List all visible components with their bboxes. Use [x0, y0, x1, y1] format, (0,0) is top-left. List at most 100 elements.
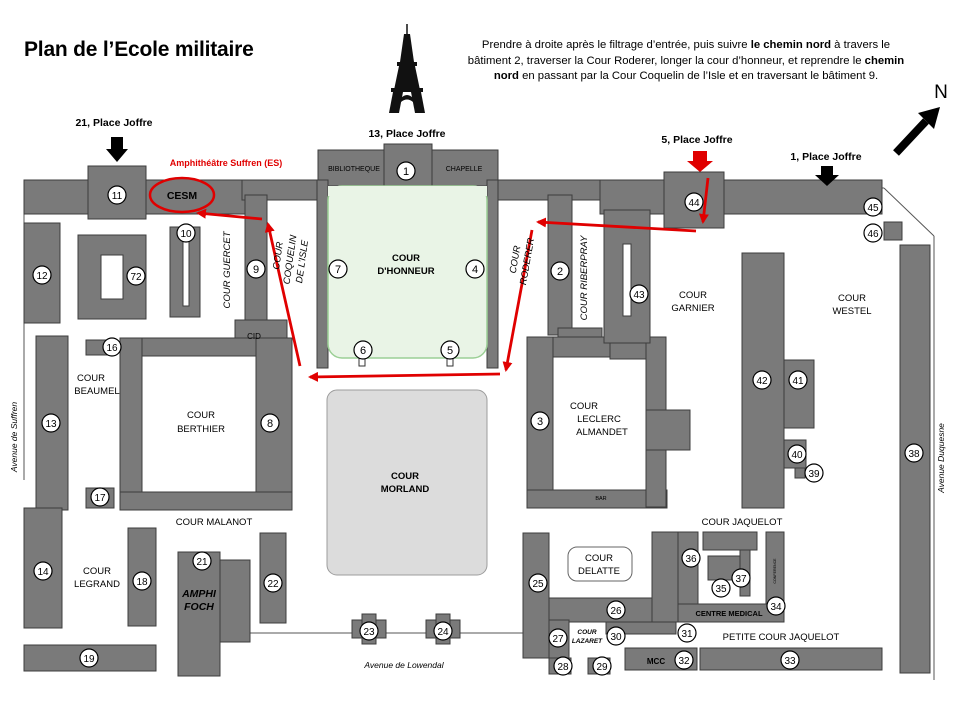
building-25[interactable]: [522, 532, 550, 659]
building-36-annex[interactable]: [677, 531, 699, 605]
building-marker-14[interactable]: [33, 561, 53, 581]
building-marker-22[interactable]: [263, 573, 283, 593]
building-berthier-west[interactable]: [119, 337, 143, 511]
page-title: Plan de l’Ecole militaire: [24, 38, 254, 61]
building-4[interactable]: [486, 179, 499, 369]
building-marker-41[interactable]: [788, 370, 808, 390]
building-21[interactable]: [177, 551, 221, 677]
building-marker-38[interactable]: [904, 443, 924, 463]
building-number-41: 41: [792, 376, 804, 387]
label-coquelin-1: COUR: [271, 241, 286, 270]
building-34[interactable]: [677, 603, 785, 623]
cour-morland[interactable]: [326, 389, 488, 576]
label-roderer-2: RODERER: [518, 237, 537, 286]
amphitheatre-suffren-label: Amphithéâtre Suffren (ES): [170, 158, 283, 168]
building-leclerc-south[interactable]: [526, 489, 668, 509]
building-marker-46[interactable]: [863, 223, 883, 243]
building-number-9: 9: [253, 264, 259, 276]
entrance-label-1: 1, Place Joffre: [790, 151, 861, 163]
building-marker-27[interactable]: [548, 628, 568, 648]
label-mcc: MCC: [647, 657, 665, 666]
north-label: N: [934, 82, 948, 103]
building-leclerc-bastion[interactable]: [645, 409, 691, 451]
building-marker-7[interactable]: [328, 259, 348, 279]
building-marker-18[interactable]: [132, 571, 152, 591]
building-marker-19[interactable]: [79, 648, 99, 668]
label-leclerc-1: COUR: [570, 401, 598, 412]
building-marker-42[interactable]: [752, 370, 772, 390]
building-marker-28[interactable]: [553, 656, 573, 676]
building-36[interactable]: [651, 531, 679, 623]
instructions-text-1: Prendre à droite après le filtrage d’ent…: [481, 39, 751, 51]
building-marker-40[interactable]: [787, 444, 807, 464]
building-marker-44[interactable]: [684, 192, 704, 212]
building-marker-29[interactable]: [592, 656, 612, 676]
building-7[interactable]: [316, 179, 329, 369]
building-number-13: 13: [45, 419, 57, 430]
building-marker-17[interactable]: [90, 487, 110, 507]
building-marker-34[interactable]: [766, 596, 786, 616]
building-marker-2[interactable]: [550, 261, 570, 281]
building-marker-26[interactable]: [606, 600, 626, 620]
building-marker-8[interactable]: [260, 413, 280, 433]
building-marker-10[interactable]: [176, 223, 196, 243]
building-number-5: 5: [447, 345, 453, 357]
building-berthier-south[interactable]: [119, 491, 293, 511]
building-marker-3[interactable]: [530, 411, 550, 431]
building-marker-9[interactable]: [246, 259, 266, 279]
label-garnier-1: COUR: [679, 290, 707, 301]
label-conference: CONFERENCE: [773, 558, 777, 584]
label-morland-2: MORLAND: [381, 484, 430, 495]
building-marker-16[interactable]: [102, 337, 122, 357]
building-46[interactable]: [883, 221, 903, 241]
building-marker-43[interactable]: [629, 284, 649, 304]
building-43[interactable]: [603, 209, 651, 344]
building-marker-35[interactable]: [711, 578, 731, 598]
building-marker-39[interactable]: [804, 463, 824, 483]
building-number-10: 10: [180, 229, 192, 240]
building-marker-72[interactable]: [126, 266, 146, 286]
building-marker-6[interactable]: [353, 340, 373, 360]
building-number-72: 72: [130, 272, 142, 283]
label-garnier-2: GARNIER: [671, 303, 714, 314]
building-marker-4[interactable]: [465, 259, 485, 279]
building-north-east-wing[interactable]: [599, 179, 883, 215]
building-marker-31[interactable]: [677, 623, 697, 643]
cour-delatte[interactable]: [567, 546, 633, 582]
building-marker-30[interactable]: [606, 626, 626, 646]
building-marker-24[interactable]: [433, 621, 453, 641]
building-marker-32[interactable]: [674, 650, 694, 670]
instructions-bold-2: chemin nord: [493, 54, 905, 83]
building-marker-25[interactable]: [528, 573, 548, 593]
building-marker-45[interactable]: [863, 197, 883, 217]
building-number-1: 1: [403, 166, 409, 178]
building-marker-13[interactable]: [41, 413, 61, 433]
cesm-label: CESM: [167, 190, 198, 202]
building-41[interactable]: [783, 359, 815, 429]
label-leclerc-2: LECLERC: [577, 414, 621, 425]
building-marker-37[interactable]: [731, 568, 751, 588]
building-marker-21[interactable]: [192, 551, 212, 571]
building-marker-36[interactable]: [681, 548, 701, 568]
building-number-22: 22: [267, 579, 279, 590]
building-number-40: 40: [791, 450, 803, 461]
label-centre-medical: CENTRE MEDICAL: [695, 609, 763, 618]
label-legrand-1: COUR: [83, 566, 111, 577]
building-marker-5[interactable]: [440, 340, 460, 360]
building-marker-12[interactable]: [32, 265, 52, 285]
building-number-6: 6: [360, 345, 366, 357]
instructions-text-3: en passant par la Cour Coquelin de l’Isl…: [518, 70, 879, 82]
building-marker-1[interactable]: [396, 161, 416, 181]
building-number-35: 35: [715, 584, 727, 595]
label-beaumel-2: BEAUMEL: [74, 386, 119, 397]
label-cour-honneur-2: D'HONNEUR: [377, 266, 434, 277]
building-marker-23[interactable]: [359, 621, 379, 641]
label-leclerc-3: ALMANDET: [576, 427, 628, 438]
building-39[interactable]: [794, 467, 806, 479]
cesm-highlight[interactable]: [148, 176, 216, 214]
eiffel-tower-icon: [389, 24, 425, 113]
building-21-annex[interactable]: [219, 559, 251, 643]
building-37-north[interactable]: [702, 531, 758, 551]
building-marker-11[interactable]: [107, 185, 127, 205]
building-marker-33[interactable]: [780, 650, 800, 670]
